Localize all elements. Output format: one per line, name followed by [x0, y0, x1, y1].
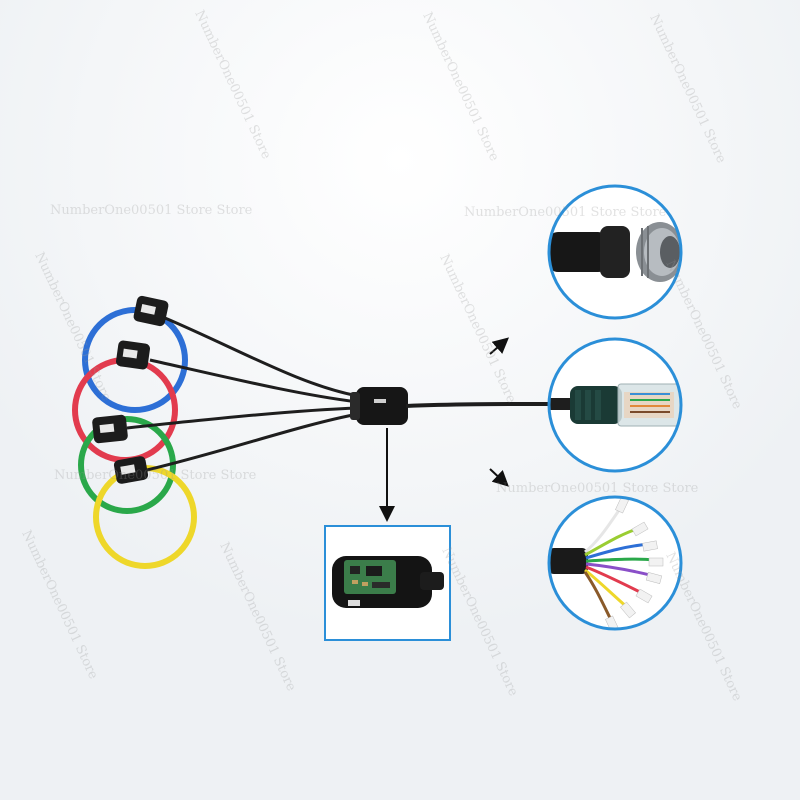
wire-leads-detail — [547, 495, 683, 631]
rj45-connector-icon — [549, 383, 681, 427]
splitter-box — [350, 387, 408, 425]
coil-clasps — [92, 295, 169, 484]
m12-connector-icon — [549, 222, 681, 282]
rj45-connector-detail — [547, 337, 683, 473]
green-coil — [78, 416, 176, 514]
output-cable — [405, 402, 553, 408]
down-right-arrow — [489, 468, 509, 487]
up-right-arrow — [489, 337, 510, 355]
pcb-inset — [324, 525, 451, 641]
m12-connector-detail — [547, 184, 683, 320]
pcb-module-icon — [332, 556, 444, 608]
wire-leads-icon — [549, 497, 664, 629]
coil-cables — [126, 316, 359, 472]
